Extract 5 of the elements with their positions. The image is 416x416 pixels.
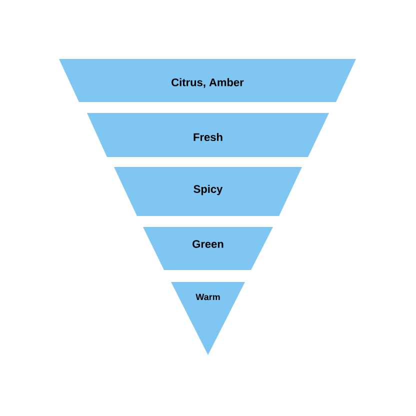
funnel-segment: Citrus, Amber [59,59,356,102]
funnel-segment: Warm [171,282,245,355]
funnel-segment: Green [143,227,273,270]
funnel-segment: Spicy [114,167,302,216]
funnel-segment: Fresh [87,113,329,157]
